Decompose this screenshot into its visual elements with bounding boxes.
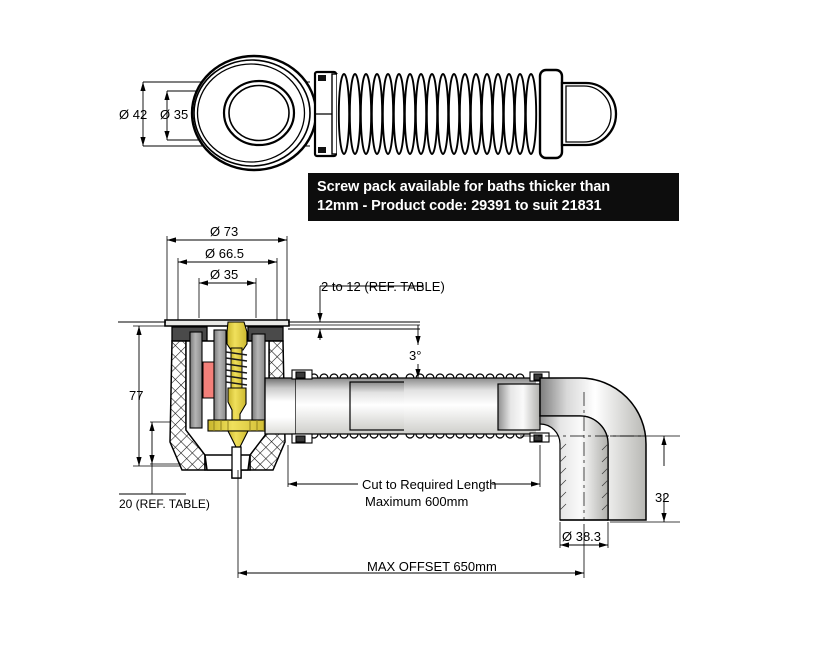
label-dia66-5: Ø 66.5 [205, 246, 244, 261]
dimension-2-to-12 [288, 285, 424, 340]
label-dia35-section: Ø 35 [210, 267, 238, 282]
label-2-to-12: 2 to 12 (REF. TABLE) [321, 279, 445, 294]
waste-pipe-assembly [264, 369, 647, 521]
pipe-elbow-90 [520, 377, 647, 521]
top-view-group [140, 54, 618, 172]
brass-plunger-assembly [207, 321, 271, 448]
screw-pack-note-banner: Screw pack available for baths thicker t… [308, 173, 679, 221]
hose-collar [313, 70, 338, 158]
hose-end-cap [538, 68, 618, 160]
pipe-corrugation-right [404, 373, 541, 439]
label-cut-length-1: Cut to Required Length [362, 477, 496, 492]
dimension-dia35-section [198, 278, 257, 318]
dimension-dia66-5 [177, 258, 278, 320]
dimension-cut-length [287, 445, 541, 487]
label-cut-length-2: Maximum 600mm [365, 494, 468, 509]
pipe-clip-fittings [291, 369, 550, 444]
label-3-degree: 3° [409, 348, 421, 363]
label-max-offset: MAX OFFSET 650mm [367, 559, 497, 574]
dimension-dia73 [166, 236, 288, 322]
label-20-ref-table: 20 (REF. TABLE) [119, 497, 210, 511]
section-view-group [118, 236, 680, 578]
label-dia35-top: Ø 35 [160, 107, 188, 122]
label-dia73: Ø 73 [210, 224, 238, 239]
label-77: 77 [129, 388, 143, 403]
waste-body-section [118, 319, 420, 479]
label-dia38-3: Ø 38.3 [562, 529, 601, 544]
label-32: 32 [655, 490, 669, 505]
note-line-1: Screw pack available for baths thicker t… [317, 179, 611, 195]
dimension-max-offset [237, 470, 585, 578]
waste-flange-top [190, 54, 318, 172]
flexible-corrugated-hose [337, 73, 544, 155]
note-line-2: 12mm - Product code: 29391 to suit 21831 [317, 198, 602, 214]
label-dia42: Ø 42 [119, 107, 147, 122]
dimension-32 [610, 435, 680, 523]
